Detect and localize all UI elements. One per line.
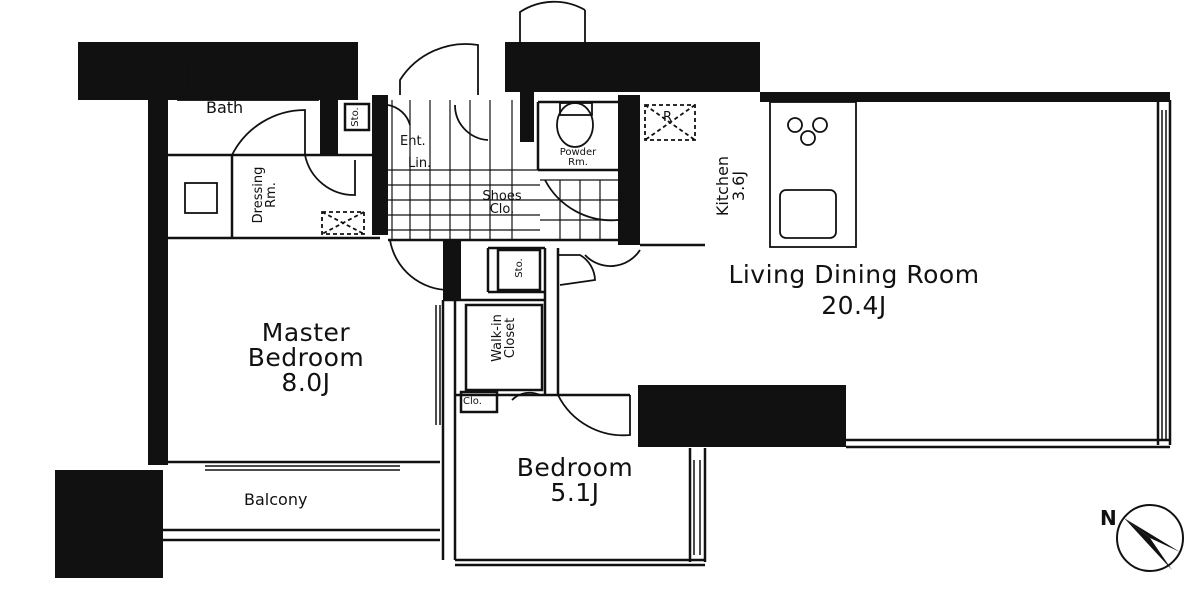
structural-walls [55,42,1170,578]
room-label-dressing-line2: Rm. [264,182,279,208]
thin-walls [160,48,1172,567]
toilet [556,102,594,148]
washer [184,182,218,214]
room-label-storage-mid: Sto. [514,258,525,278]
stove-burner [800,130,816,146]
fridge-label: R [663,110,673,125]
room-label-ec: EC [547,60,569,79]
room-label-master-line1: Master [261,318,351,347]
fridge [644,104,696,141]
room-label-bedroom-name: Bedroom [516,453,634,482]
room-label-shoes-line1: Shoes [482,189,522,204]
room-label-powder-line1: Powder [559,147,597,158]
room-label-living-size: 20.4J [821,291,887,320]
room-label-balcony: Balcony [244,490,308,509]
room-label-shoes-closet: Shoes Clo. [452,190,552,216]
room-label-closet-small: Clo. [463,396,482,407]
room-label-entrance: Ent. [400,134,426,149]
north-label: N [1100,506,1118,530]
windows [205,110,1167,555]
room-label-bath: Bath [206,98,244,117]
room-label-bedroom: Bedroom 5.1J [470,455,680,505]
room-label-bedroom-size: 5.1J [550,478,600,507]
room-label-shoes-line2: Clo. [489,202,515,217]
room-label-master-size: 8.0J [281,368,331,397]
room-label-powder-room: Powder Rm. [540,148,616,168]
stove-burner [812,117,828,133]
room-label-master-bedroom: Master Bedroom 8.0J [196,320,416,395]
fixtures [177,51,857,248]
bathtub [187,57,311,97]
kitchen-counter [769,101,857,248]
room-label-master-line2: Bedroom [247,343,365,372]
room-label-kitchen: Kitchen 3.6J [713,131,748,241]
room-label-living-name: Living Dining Room [728,260,980,289]
room-label-walk-in-closet: Walk-in Closet [490,292,518,384]
room-label-dressing-room: Dressing Rm. [251,153,279,237]
kitchen-sink [779,189,837,239]
north-compass [1116,504,1184,572]
room-label-wic-line2: Closet [503,317,518,359]
room-label-kitchen-size: 3.6J [729,170,748,202]
room-label-powder-line2: Rm. [568,157,588,168]
room-label-storage-top: Sto. [350,107,361,127]
room-label-linen: Lin. [408,156,432,171]
stove-burner [787,117,803,133]
door-swings [231,0,641,437]
room-label-living-dining: Living Dining Room 20.4J [650,262,1058,318]
